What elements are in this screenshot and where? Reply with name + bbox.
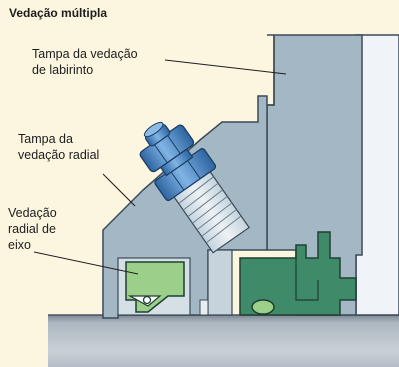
diagram-title: Vedação múltipla <box>9 6 108 20</box>
lubrication-nipple-bolt <box>139 121 250 254</box>
leader-shaft-seal <box>33 251 139 275</box>
label-labyrinth-cover: Tampa da vedação de labirinto <box>32 46 138 78</box>
label-line: de labirinto <box>32 63 94 77</box>
shaft <box>48 315 399 367</box>
label-line: eixo <box>8 238 31 252</box>
label-shaft-radial-seal: Vedação radial de eixo <box>8 205 57 253</box>
label-radial-seal-cover: Tampa da vedação radial <box>18 131 99 163</box>
o-ring <box>251 299 275 315</box>
label-line: radial de <box>8 222 56 236</box>
garter-spring <box>142 295 152 305</box>
label-line: vedação radial <box>18 148 100 162</box>
label-line: Tampa da <box>18 132 73 146</box>
leader-labyrinth-cover <box>164 59 287 75</box>
label-line: Tampa da vedação <box>32 47 138 61</box>
leader-radial-seal-cover <box>102 173 136 207</box>
label-line: Vedação <box>8 206 57 220</box>
